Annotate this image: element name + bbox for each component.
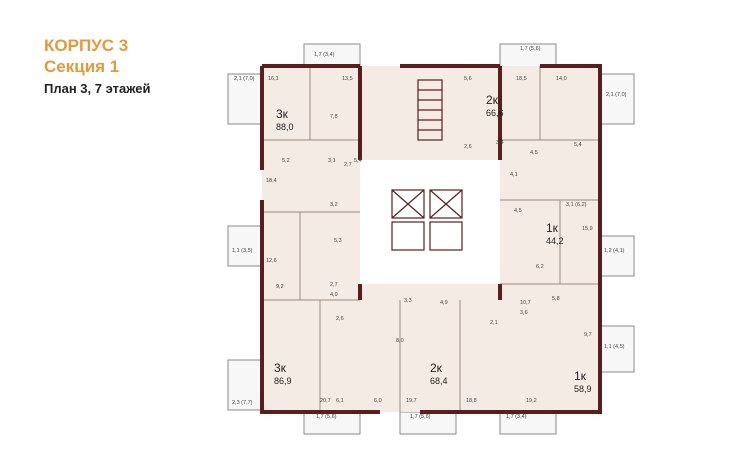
stair-core	[391, 79, 463, 251]
section-title: Секция 1	[44, 57, 120, 76]
balcony-left-mid[interactable]	[227, 225, 263, 267]
svg-text:5,8: 5,8	[552, 296, 560, 302]
apt-rooms: 2к	[486, 93, 499, 107]
svg-text:3,3: 3,3	[404, 298, 412, 304]
svg-text:6,2: 6,2	[536, 264, 544, 270]
svg-text:3,6: 3,6	[520, 310, 528, 316]
svg-text:5,4: 5,4	[574, 142, 582, 148]
svg-text:4,5: 4,5	[514, 208, 522, 214]
svg-text:10,7: 10,7	[520, 300, 531, 306]
svg-text:2,6: 2,6	[464, 144, 472, 150]
svg-text:6,0: 6,0	[374, 398, 382, 404]
svg-text:2,3 (7,7): 2,3 (7,7)	[232, 400, 253, 406]
svg-text:5,2: 5,2	[282, 158, 290, 164]
svg-text:4,9: 4,9	[330, 292, 338, 298]
svg-text:9,2: 9,2	[276, 284, 284, 290]
apt-rooms: 1к	[546, 221, 559, 235]
balconies	[227, 43, 635, 435]
svg-text:1,1 (4,5): 1,1 (4,5)	[604, 344, 625, 350]
svg-text:18,5: 18,5	[516, 76, 527, 82]
svg-text:3,4: 3,4	[496, 140, 504, 146]
exterior-walls	[260, 64, 602, 414]
svg-text:5,6: 5,6	[464, 76, 472, 82]
room-labels: 16,1 13,5 7,8 5,2 3,1 5,4 2,7 18,4 3,2 1…	[266, 76, 593, 404]
svg-text:18,4: 18,4	[266, 178, 277, 184]
svg-text:16,1: 16,1	[268, 76, 279, 82]
svg-text:3,2: 3,2	[330, 202, 338, 208]
svg-text:3,1 (6,2): 3,1 (6,2)	[566, 202, 587, 208]
svg-text:4,9: 4,9	[440, 300, 448, 306]
svg-text:1,7 (5,6): 1,7 (5,6)	[520, 46, 541, 52]
svg-text:12,6: 12,6	[266, 258, 277, 264]
apt-area: 68,4	[430, 376, 448, 386]
svg-text:20,7: 20,7	[320, 398, 331, 404]
apt-area: 44,2	[546, 236, 564, 246]
balcony-right-top[interactable]	[599, 73, 635, 125]
svg-text:7,8: 7,8	[330, 114, 338, 120]
svg-text:13,5: 13,5	[342, 76, 353, 82]
svg-text:1,2 (4,1): 1,2 (4,1)	[604, 248, 625, 254]
svg-text:6,1: 6,1	[336, 398, 344, 404]
svg-text:2,1 (7,0): 2,1 (7,0)	[606, 92, 627, 98]
svg-text:1,7 (5,6): 1,7 (5,6)	[316, 414, 337, 420]
balcony-left-top[interactable]	[227, 73, 263, 125]
apt-area: 58,9	[574, 384, 592, 394]
apt-rooms: 3к	[274, 361, 287, 375]
apt-area: 88,0	[276, 122, 294, 132]
svg-text:8,0: 8,0	[396, 338, 404, 344]
building-title: КОРПУС 3	[44, 36, 129, 55]
svg-text:1,7 (3,4): 1,7 (3,4)	[506, 414, 527, 420]
apt-rooms: 1к	[574, 369, 587, 383]
svg-text:14,0: 14,0	[556, 76, 567, 82]
apt-area: 86,9	[274, 376, 292, 386]
svg-text:4,5: 4,5	[530, 150, 538, 156]
svg-text:5,3: 5,3	[334, 238, 342, 244]
svg-text:19,7: 19,7	[406, 398, 417, 404]
plan-title: План 3, 7 этажей	[44, 81, 151, 96]
svg-text:1,7 (5,6): 1,7 (5,6)	[410, 414, 431, 420]
svg-text:2,1 (7,0): 2,1 (7,0)	[234, 76, 255, 82]
svg-text:3,1: 3,1	[328, 158, 336, 164]
svg-text:15,9: 15,9	[582, 226, 593, 232]
balcony-right-low[interactable]	[599, 325, 635, 373]
svg-text:2,6: 2,6	[336, 316, 344, 322]
svg-text:2,1: 2,1	[490, 320, 498, 326]
apt-area: 66,6	[486, 108, 504, 118]
apt-rooms: 2к	[430, 361, 443, 375]
svg-text:1,7 (3,4): 1,7 (3,4)	[314, 52, 335, 58]
svg-text:18,8: 18,8	[466, 398, 477, 404]
svg-text:4,1: 4,1	[510, 172, 518, 178]
apt-rooms: 3к	[276, 107, 289, 121]
apartment-labels: 3к 88,0 2к 66,6 1к 44,2 3к 86,9 2к 68,4 …	[274, 93, 592, 394]
svg-text:5,4: 5,4	[354, 158, 362, 164]
balcony-labels: 1,7 (3,4) 1,7 (5,6) 2,1 (7,0) 2,1 (7,0) …	[232, 46, 627, 420]
svg-text:2,7: 2,7	[344, 162, 352, 168]
svg-text:1,1 (3,5): 1,1 (3,5)	[232, 248, 253, 254]
svg-text:2,7: 2,7	[330, 282, 338, 288]
svg-text:9,7: 9,7	[584, 332, 592, 338]
svg-text:19,2: 19,2	[526, 398, 537, 404]
room-partitions	[262, 66, 600, 412]
balcony-right-mid[interactable]	[599, 235, 635, 277]
